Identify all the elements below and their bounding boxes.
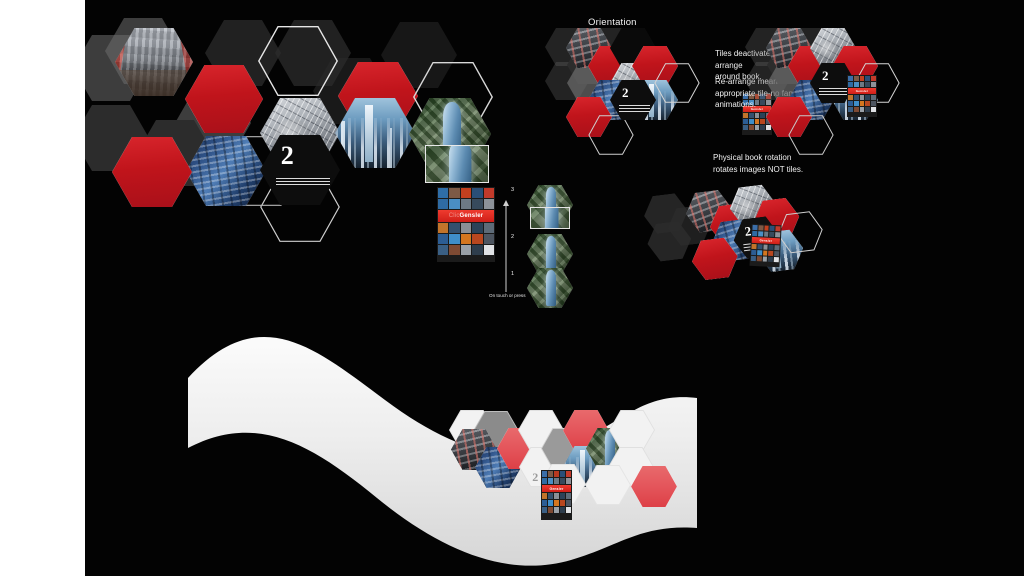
sequence-hex-step1[interactable] <box>527 268 573 308</box>
book-rule-lines <box>819 87 851 97</box>
orientation-title: Orientation <box>588 17 637 28</box>
black-canvas: 2 Gensler <box>85 0 1024 576</box>
rotation-cluster: 2 Gensler <box>85 0 996 87</box>
book-rule-lines <box>619 104 651 114</box>
ribbon-book-tile[interactable]: 2 <box>517 466 557 501</box>
hex-red-tile[interactable] <box>566 97 612 137</box>
ribbon-hex-outline[interactable] <box>609 410 655 450</box>
brand-band: Gensler <box>743 106 771 112</box>
hex-red-tile[interactable] <box>766 97 812 137</box>
device-thumbnail-grid[interactable]: Gensler <box>742 93 772 135</box>
brand-band-label: Gensler <box>855 89 869 93</box>
ribbon-device-thumbnail-grid[interactable]: Gensler <box>541 470 572 520</box>
book-tile-content: 2 <box>260 135 340 205</box>
book-page-number: 2 <box>280 141 294 171</box>
brand-band-dim-text: Clic <box>448 213 460 219</box>
hex-red-tile[interactable] <box>185 65 263 133</box>
book-page-number: 2 <box>821 67 829 83</box>
sequence-hex-step3-crop[interactable] <box>530 207 570 229</box>
device-thumbnail-grid[interactable]: Gensler <box>749 223 782 268</box>
hex-outline-empty[interactable] <box>588 115 634 155</box>
hex-outline-empty[interactable] <box>788 115 834 155</box>
upward-arrow-icon <box>502 200 510 292</box>
hex-red-tile[interactable] <box>632 46 678 86</box>
device-thumbnail-grid[interactable]: Gensler <box>847 75 877 117</box>
brand-band-label: Gensler <box>750 107 764 111</box>
sequence-hex-step2[interactable] <box>527 234 573 274</box>
book-page-number: 2 <box>621 84 629 100</box>
ribbon-hex-red[interactable] <box>631 466 677 507</box>
step-label-3: 3 <box>511 187 515 193</box>
brand-band: Gensler <box>848 88 876 94</box>
tower-detail-crop[interactable] <box>425 145 489 183</box>
rotation-note: Physical book rotation rotates images NO… <box>713 153 804 174</box>
book-tile-content: 2 <box>610 80 656 120</box>
book-rule-lines <box>276 178 331 187</box>
touch-caption: On touch or press <box>489 293 526 298</box>
hex-book-tile[interactable] <box>610 80 656 120</box>
book-tile-content: 2 <box>810 63 856 103</box>
step-label-2: 2 <box>511 234 515 240</box>
hex-red-tile[interactable] <box>112 137 192 207</box>
ribbon-hex-outline[interactable] <box>585 465 631 505</box>
hex-outline-empty[interactable] <box>258 26 338 96</box>
step-label-1: 1 <box>511 271 515 277</box>
hex-book-tile[interactable] <box>260 135 340 205</box>
ribbon-book-page-number: 2 <box>532 469 539 484</box>
ribbon-brand-label: Gensler <box>549 486 564 491</box>
hex-photo-aerial-site-plan[interactable] <box>810 28 856 68</box>
hex-photo-city-skyline[interactable] <box>335 98 415 168</box>
hex-outline-empty[interactable] <box>654 63 700 103</box>
brand-band-label: Gensler <box>759 238 773 243</box>
ribbon-brand-band: Gensler <box>542 485 571 492</box>
brand-band-label: Gensler <box>459 213 484 219</box>
hex-outline-empty[interactable] <box>775 210 826 255</box>
